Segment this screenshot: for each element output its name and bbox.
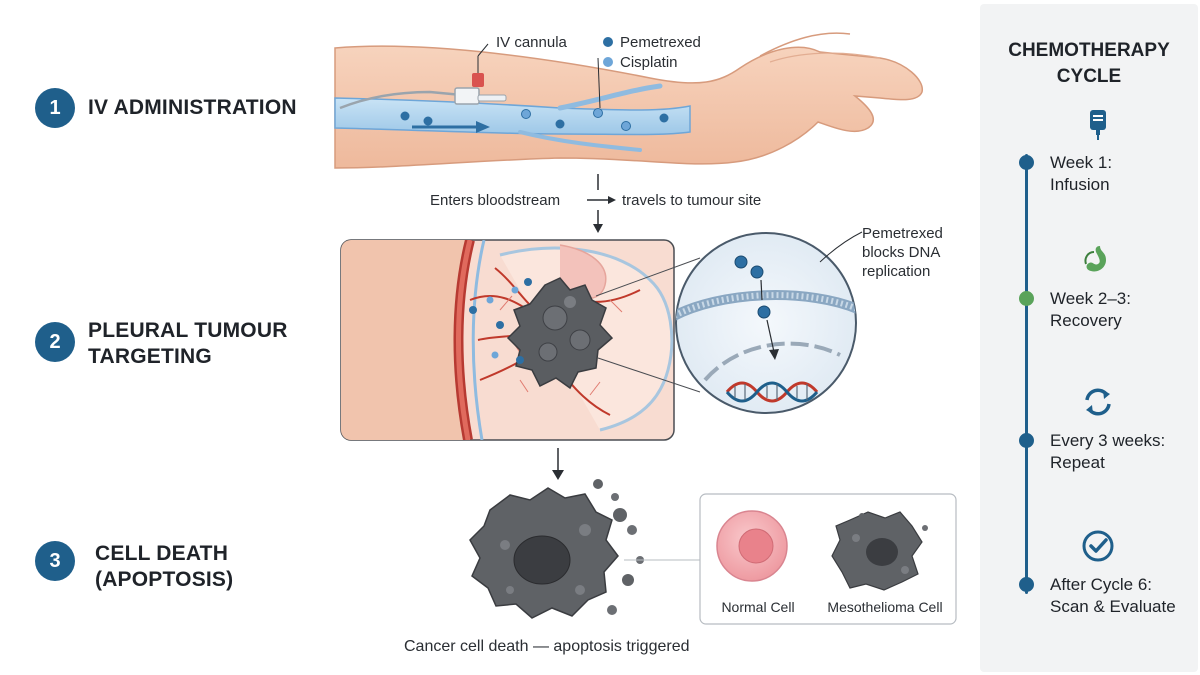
mesothelioma-cell-label: Mesothelioma Cell: [827, 599, 943, 615]
dna-block-label: Pemetrexed blocks DNA replication: [862, 225, 943, 280]
step-3-title: CELL DEATH (APOPTOSIS): [95, 542, 234, 591]
cisplatin-legend-dot: [603, 57, 613, 67]
step-1-title: IV ADMINISTRATION: [88, 96, 297, 119]
timeline-item-week1: Week 1: Infusion: [1050, 153, 1113, 194]
iv-bag-icon: [1090, 110, 1106, 140]
mesothelioma-cell: [831, 511, 928, 591]
cisplatin-legend-label: Cisplatin: [620, 54, 678, 71]
flow-arrows: [587, 174, 616, 233]
pemetrexed-legend-dot: [603, 37, 613, 47]
step-2-number: 2: [35, 322, 75, 362]
pleura-panel: [340, 239, 701, 441]
repeat-cycle-icon: [1085, 388, 1111, 416]
process-illustration: [334, 32, 957, 625]
cell-comparison-box: [699, 493, 957, 625]
timeline-dot-4: [1019, 577, 1034, 592]
apoptotic-cell: [469, 479, 644, 619]
stomach-recovery-icon: [1084, 246, 1106, 272]
check-circle-icon: [1082, 530, 1114, 562]
step-1-number: 1: [35, 88, 75, 128]
timeline-dot-2: [1019, 291, 1034, 306]
dna-zoom-inset: [675, 231, 863, 414]
step-3-number: 3: [35, 541, 75, 581]
cycle-title: CHEMOTHERAPY CYCLE: [1008, 40, 1170, 87]
timeline-item-week2-3: Week 2–3: Recovery: [1050, 289, 1131, 330]
pemetrexed-legend-label: Pemetrexed: [620, 34, 701, 51]
arm-illustration: [334, 32, 923, 169]
step-2-title: PLEURAL TUMOUR TARGETING: [88, 319, 288, 368]
iv-cannula-label: IV cannula: [496, 34, 567, 51]
chemotherapy-cycle-panel: CHEMOTHERAPY CYCLE Week 1: Infusion Week…: [980, 4, 1198, 672]
timeline-dot-3: [1019, 433, 1034, 448]
enters-bloodstream-label: Enters bloodstream: [430, 192, 561, 209]
timeline-item-every-3-weeks: Every 3 weeks: Repeat: [1050, 431, 1166, 472]
normal-cell-label: Normal Cell: [721, 599, 795, 615]
travels-label: travels to tumour site: [622, 192, 762, 209]
timeline-line: [1025, 154, 1028, 594]
apoptosis-caption: Cancer cell death — apoptosis triggered: [404, 638, 690, 655]
timeline-item-after-cycle-6: After Cycle 6: Scan & Evaluate: [1050, 575, 1176, 616]
timeline-dot-1: [1019, 155, 1034, 170]
